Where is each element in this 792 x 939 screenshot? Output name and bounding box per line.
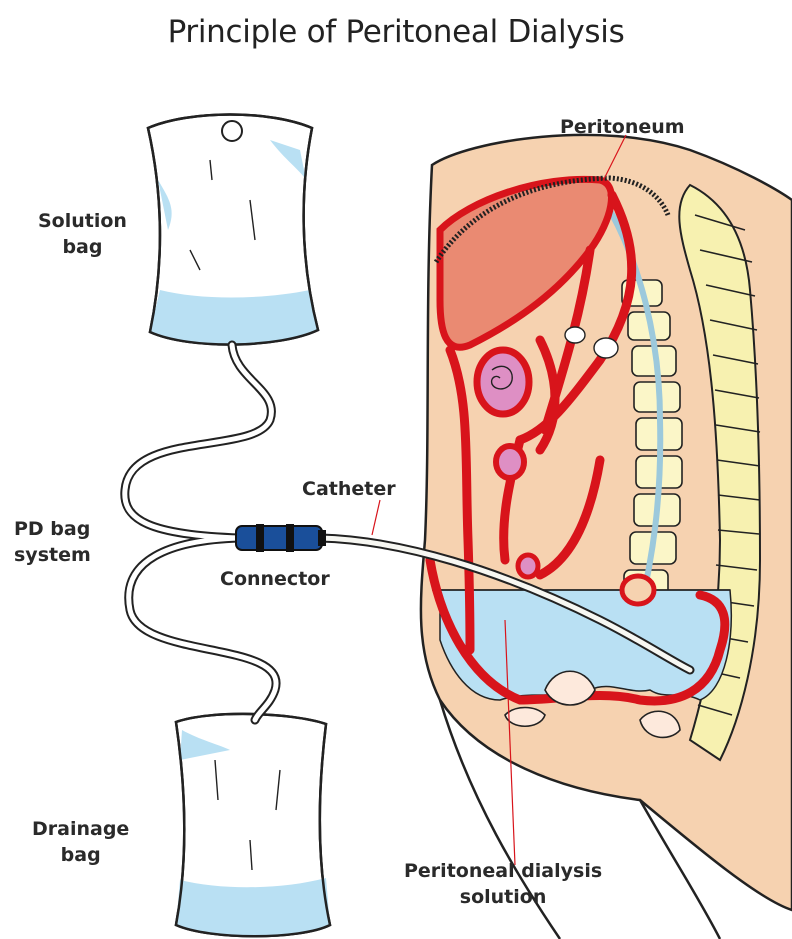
intestine-loop [477, 350, 529, 414]
label-catheter: Catheter [302, 476, 396, 502]
connector [236, 524, 326, 552]
solution-bag [148, 115, 318, 345]
label-pd-bag-system: PD bag system [14, 516, 91, 568]
label-solution-bag-line2: bag [38, 234, 127, 260]
label-pd-bag-system-line2: system [14, 542, 91, 568]
label-connector: Connector [220, 566, 330, 592]
label-solution-bag-line1: Solution [38, 208, 127, 234]
label-solution-bag: Solution bag [38, 208, 127, 260]
label-peritoneum: Peritoneum [560, 114, 685, 140]
intestine-small [496, 446, 524, 478]
label-drainage-bag-line1: Drainage [32, 816, 129, 842]
label-dialysis-solution: Peritoneal dialysis solution [404, 858, 602, 910]
label-drainage-bag-line2: bag [32, 842, 129, 868]
drainage-bag [176, 714, 330, 936]
label-dialysis-solution-line1: Peritoneal dialysis [404, 858, 602, 884]
label-pd-bag-system-line1: PD bag [14, 516, 91, 542]
label-drainage-bag: Drainage bag [32, 816, 129, 868]
abdomen-cross-section [421, 135, 792, 939]
label-dialysis-solution-line2: solution [404, 884, 602, 910]
